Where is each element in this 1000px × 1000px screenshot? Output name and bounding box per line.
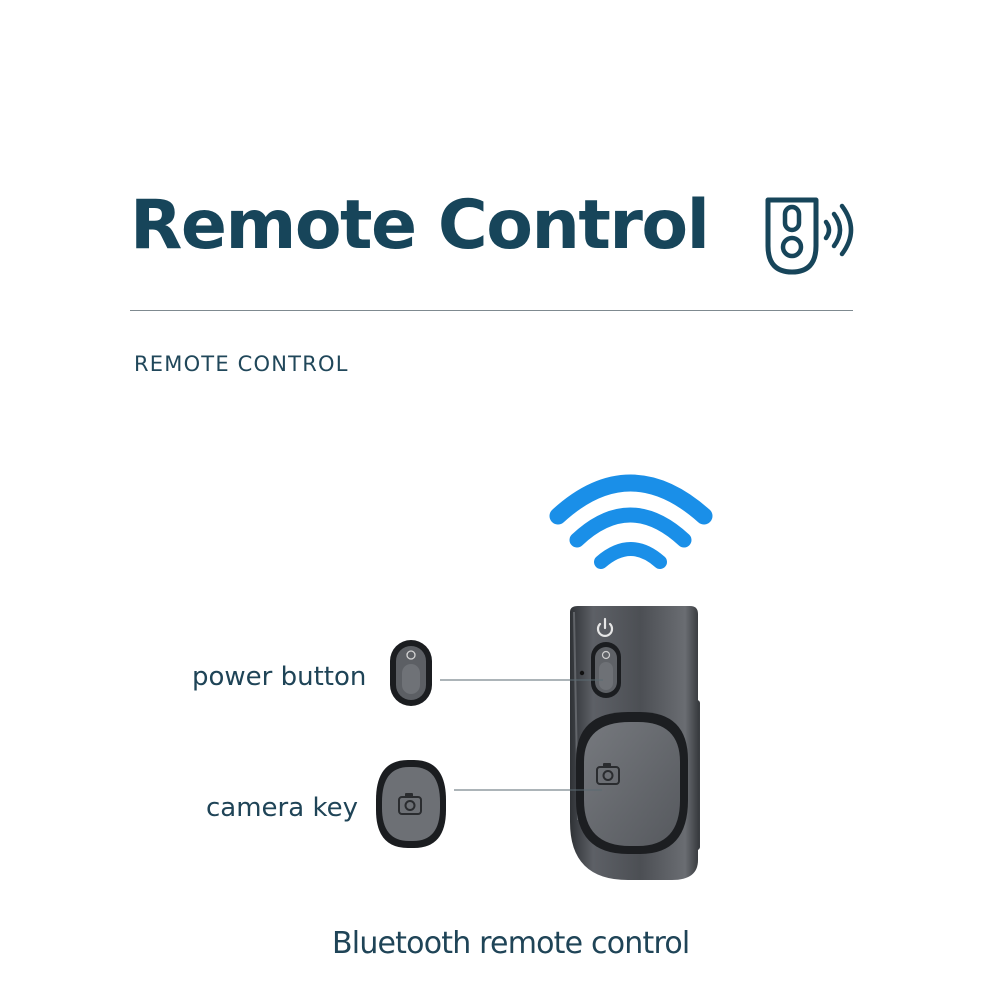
power-button-icon	[390, 640, 432, 706]
page-subtitle: REMOTE CONTROL	[134, 352, 349, 376]
page-title: Remote Control	[130, 186, 710, 265]
product-caption: Bluetooth remote control	[332, 926, 690, 961]
remote-signal-icon	[765, 197, 854, 275]
bluetooth-remote-device	[570, 606, 700, 880]
header-divider	[130, 310, 853, 311]
camera-key-icon	[376, 760, 446, 848]
camera-key-label: camera key	[206, 793, 358, 823]
power-button-label: power button	[192, 662, 367, 692]
wifi-signal-icon	[549, 474, 713, 569]
